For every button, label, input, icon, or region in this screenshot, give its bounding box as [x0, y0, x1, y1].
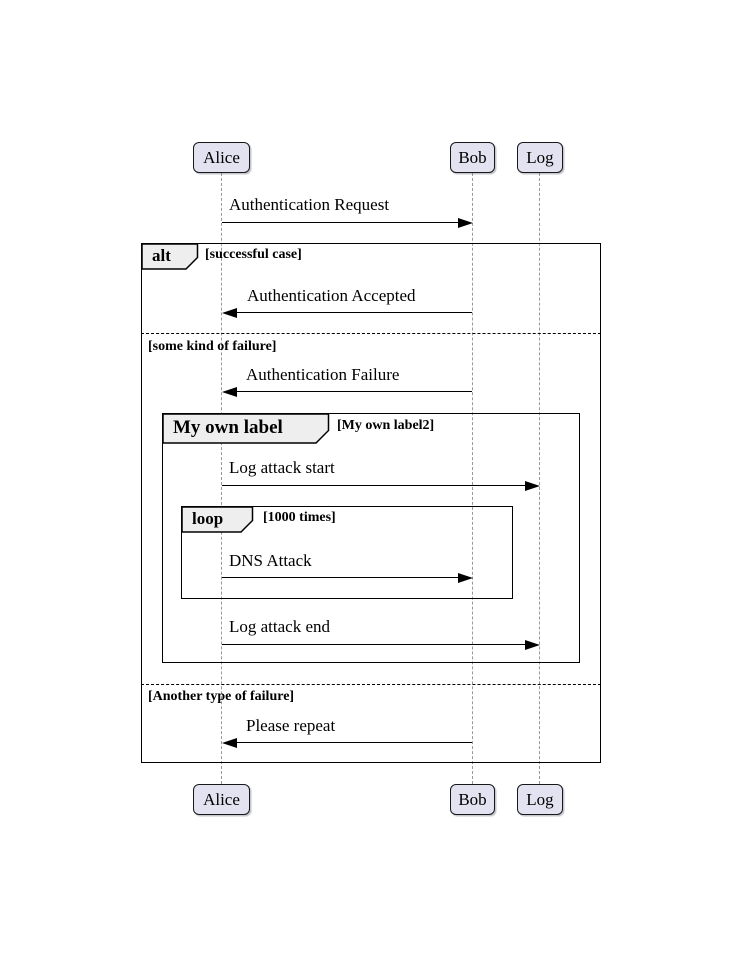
alt-guard-text: [successful case]	[205, 247, 302, 262]
loop-operator-label: loop	[192, 508, 224, 528]
loop-frame-label: loop	[181, 506, 254, 533]
loop-guard-text: [1000 times]	[263, 510, 336, 525]
message-label: Authentication Failure	[246, 365, 400, 384]
alt-operator-label: alt	[152, 245, 171, 265]
alt-divider-guard-text: [Another type of failure]	[148, 689, 295, 704]
alt-section-divider	[141, 684, 601, 685]
participant-box-bob-top: Bob	[450, 142, 495, 173]
message-label: Log attack end	[229, 617, 331, 636]
participant-box-alice-bottom: Alice	[193, 784, 250, 815]
participant-label: Log	[526, 148, 554, 167]
participant-label: Log	[526, 790, 554, 809]
participant-label: Alice	[203, 148, 240, 167]
arrowhead-left-icon	[222, 738, 237, 748]
message-label: Authentication Request	[229, 195, 390, 214]
message-label: DNS Attack	[229, 551, 312, 570]
group-frame	[162, 413, 580, 663]
frame-label-pentagon-icon	[181, 506, 254, 533]
message-label: Please repeat	[246, 716, 336, 735]
message-line	[236, 391, 472, 392]
group-operator-label: My own label	[173, 416, 283, 438]
participant-box-alice-top: Alice	[193, 142, 250, 173]
message-line	[222, 485, 525, 486]
arrowhead-left-icon	[222, 387, 237, 397]
message-line	[222, 644, 525, 645]
alt-section-divider	[141, 333, 601, 334]
message-label: Log attack start	[229, 458, 335, 477]
alt-frame	[141, 243, 601, 763]
alt-frame-label: alt	[141, 243, 199, 270]
arrowhead-right-icon	[525, 640, 540, 650]
frame-label-pentagon-icon	[162, 413, 330, 444]
lifeline-alice	[221, 173, 222, 784]
lifeline-bob	[472, 173, 473, 784]
arrowhead-right-icon	[458, 218, 473, 228]
message-label: Authentication Accepted	[247, 286, 416, 305]
arrowhead-left-icon	[222, 308, 237, 318]
group-guard-text: [My own label2]	[337, 418, 435, 433]
arrowhead-right-icon	[525, 481, 540, 491]
frame-label-pentagon-icon	[141, 243, 199, 270]
participant-label: Bob	[458, 790, 487, 809]
participant-label: Bob	[458, 148, 487, 167]
message-line	[236, 312, 472, 313]
participant-box-bob-bottom: Bob	[450, 784, 495, 815]
participant-box-log-bottom: Log	[517, 784, 563, 815]
message-line	[222, 577, 459, 578]
group-frame-label: My own label	[162, 413, 330, 444]
message-line	[236, 742, 472, 743]
lifeline-log	[539, 173, 540, 784]
participant-box-log-top: Log	[517, 142, 563, 173]
arrowhead-right-icon	[458, 573, 473, 583]
loop-frame	[181, 506, 513, 599]
participant-label: Alice	[203, 790, 240, 809]
message-line	[222, 222, 459, 223]
alt-divider-guard-text: [some kind of failure]	[148, 339, 277, 354]
